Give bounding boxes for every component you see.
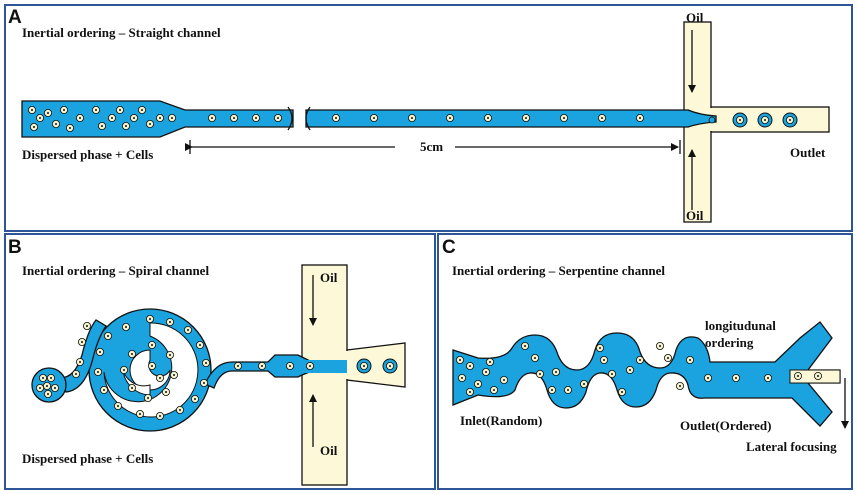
serpentine-channel (452, 321, 841, 427)
panel-c-letter: C (442, 237, 456, 258)
cells-straight (27, 106, 795, 133)
panel-a: A Inertial ordering – Straight channel O… (4, 4, 853, 232)
panel-b: B Inertial ordering – Spiral channel Oil… (4, 233, 436, 490)
straight-channel (305, 109, 717, 128)
ordering-label-line2: ordering (705, 335, 754, 350)
panel-c: C Inertial ordering – Serpentine channel… (437, 233, 853, 490)
lateral-focusing-label: Lateral focusing (746, 439, 837, 454)
oil-channel-b (301, 264, 348, 486)
length-label: 5cm (420, 139, 443, 154)
oil-label-bottom-a: Oil (686, 208, 704, 223)
cells-spiral (36, 314, 394, 420)
outlet-label-a: Outlet (790, 145, 826, 160)
panel-b-title: Inertial ordering – Spiral channel (22, 263, 209, 278)
inlet-label-c: Inlet(Random) (460, 413, 542, 428)
panel-a-letter: A (8, 7, 22, 28)
oil-label-top-b: Oil (320, 270, 338, 285)
panel-c-title: Inertial ordering – Serpentine channel (452, 263, 665, 278)
outlet-label-c: Outlet(Ordered) (680, 418, 771, 433)
ordering-label-line1: longitudunal (705, 318, 776, 333)
panel-a-title: Inertial ordering – Straight channel (22, 25, 221, 40)
panel-b-letter: B (8, 237, 22, 258)
oil-label-top-a: Oil (686, 10, 704, 25)
cells-serpentine (455, 341, 823, 396)
inlet-label-b: Dispersed phase + Cells (22, 451, 153, 466)
oil-label-bottom-b: Oil (320, 443, 338, 458)
inlet-label-a: Dispersed phase + Cells (22, 147, 153, 162)
